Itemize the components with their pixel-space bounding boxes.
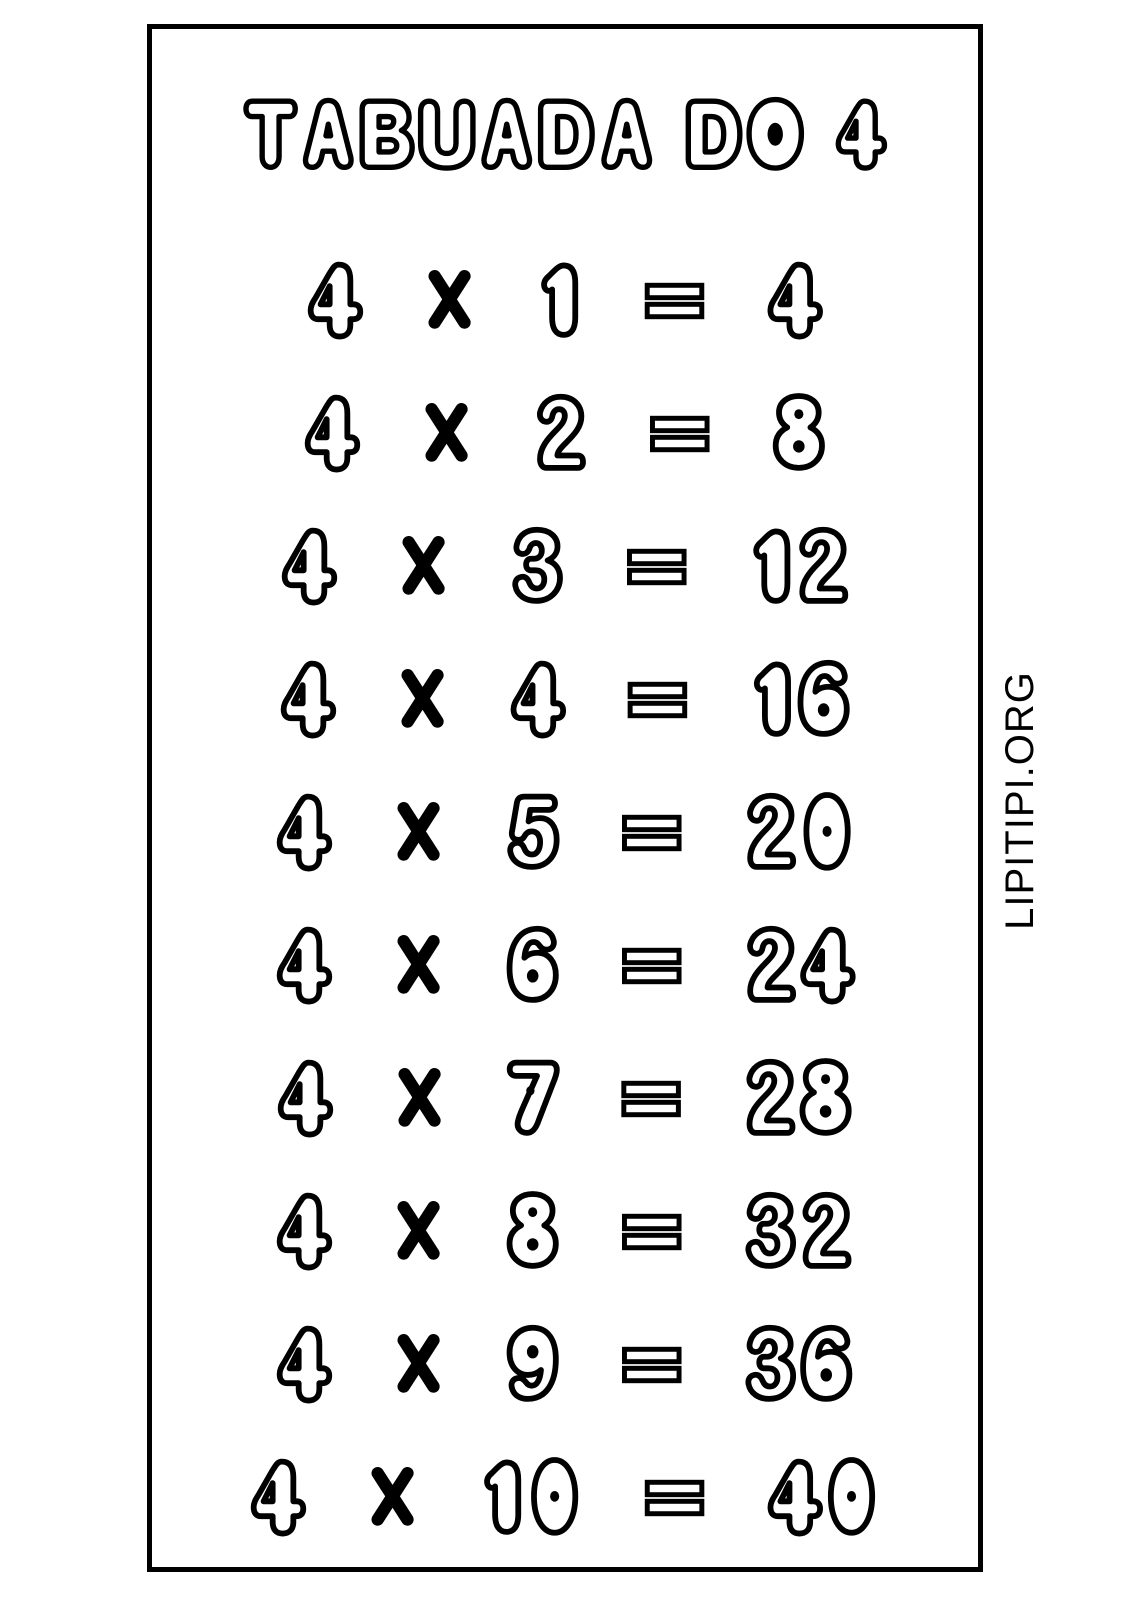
equation-row: 4X2=8 <box>152 367 978 500</box>
equation-row: 4X1=4 <box>152 234 978 367</box>
equation-row: 4X10=40 <box>152 1431 978 1564</box>
equation-row: 4X6=24 <box>152 899 978 1032</box>
equation-row: 4X8=32 <box>152 1165 978 1298</box>
site-watermark-text: LIPITIPI.ORG <box>997 670 1042 930</box>
page-title: TABUADA DO 4 <box>152 90 978 180</box>
worksheet-frame: TABUADA DO 4 4X1=44X2=84X3=124X4=164X5=2… <box>147 24 983 1572</box>
equation-row: 4X9=36 <box>152 1298 978 1431</box>
equation-row: 4X4=16 <box>152 633 978 766</box>
equation-row: 4X3=12 <box>152 500 978 633</box>
equation-row: 4X5=20 <box>152 766 978 899</box>
equation-row: 4X7=28 <box>152 1032 978 1165</box>
equation-list: 4X1=44X2=84X3=124X4=164X5=204X6=244X7=28… <box>152 234 978 1564</box>
